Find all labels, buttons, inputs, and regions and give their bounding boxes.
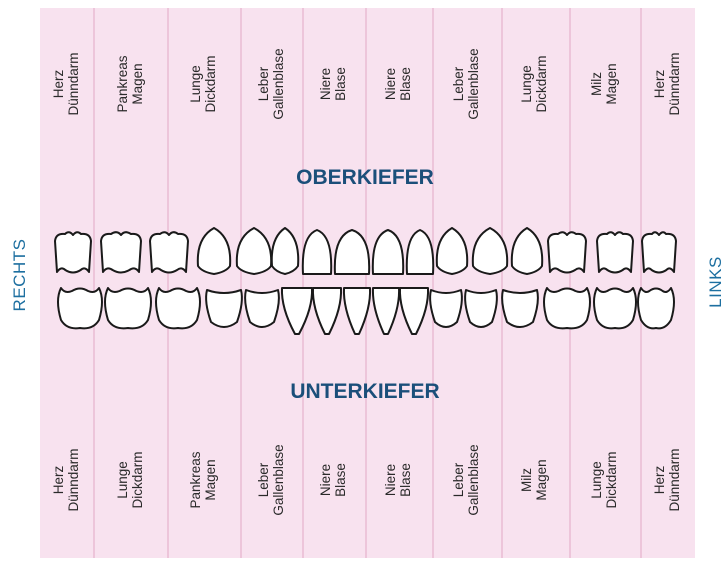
- upper-tooth: [407, 230, 433, 274]
- lower-tooth: [344, 288, 370, 334]
- upper-tooth: [335, 230, 369, 274]
- lower-tooth: [206, 290, 242, 327]
- upper-tooth: [512, 228, 542, 274]
- lower-tooth: [502, 290, 538, 327]
- lower-tooth: [638, 288, 674, 328]
- lower-tooth: [400, 288, 428, 334]
- lower-tooth: [313, 288, 341, 334]
- upper-tooth: [237, 228, 271, 274]
- upper-teeth-row: [55, 228, 676, 274]
- upper-tooth: [150, 232, 188, 272]
- upper-tooth: [272, 228, 298, 274]
- lower-tooth: [373, 288, 399, 334]
- upper-tooth: [597, 232, 633, 272]
- lower-tooth: [544, 288, 590, 328]
- upper-tooth: [473, 228, 507, 274]
- upper-tooth: [373, 230, 403, 274]
- upper-tooth: [198, 228, 230, 274]
- lower-teeth-row: [58, 288, 674, 334]
- lower-tooth: [465, 290, 497, 327]
- upper-tooth: [101, 232, 141, 272]
- lower-tooth: [156, 288, 200, 328]
- upper-tooth: [303, 230, 331, 274]
- lower-tooth: [430, 290, 462, 327]
- upper-tooth: [55, 232, 91, 272]
- upper-tooth: [437, 228, 467, 274]
- lower-tooth: [105, 288, 151, 328]
- upper-tooth: [642, 232, 676, 272]
- lower-tooth: [282, 288, 312, 334]
- lower-tooth: [245, 290, 279, 327]
- upper-tooth: [548, 232, 586, 272]
- lower-tooth: [594, 288, 636, 328]
- lower-tooth: [58, 288, 102, 328]
